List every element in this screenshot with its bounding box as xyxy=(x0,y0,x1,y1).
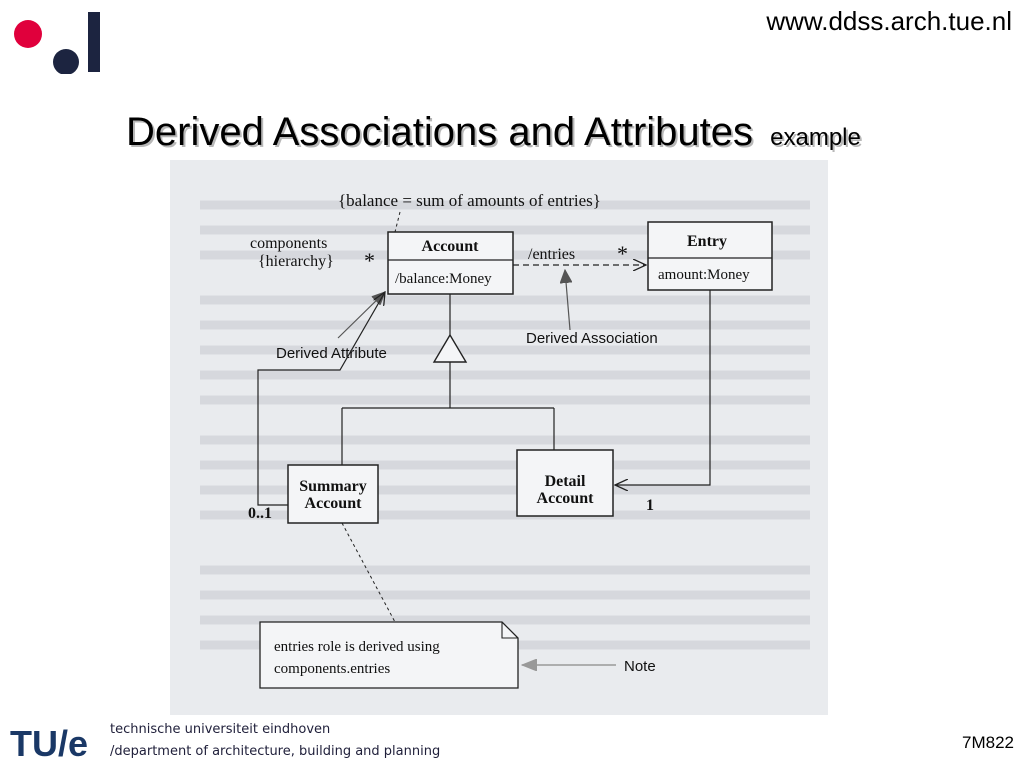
department-name: /department of architecture, building an… xyxy=(110,744,441,759)
tue-wordmark-icon: TU/e xyxy=(10,723,88,764)
summary-account-name-line-1: Summary xyxy=(299,478,367,495)
note-fold-corner xyxy=(501,622,518,639)
account-balance-attribute: /balance:Money xyxy=(395,271,492,287)
tue-logo-icon xyxy=(14,12,100,74)
website-url: www.ddss.arch.tue.nl xyxy=(766,6,1012,36)
title-subtitle: example xyxy=(770,124,861,151)
detail-account-class-box xyxy=(516,449,614,517)
summary-multiplicity: 0..1 xyxy=(248,505,272,522)
derived-association-callout-arrow xyxy=(565,270,570,331)
entry-amount-attribute: amount:Money xyxy=(658,267,750,283)
title-text: Derived Associations and Attributes xyxy=(126,110,754,154)
detail-multiplicity: 1 xyxy=(646,497,654,514)
course-code: 7M822 xyxy=(962,733,1014,752)
note-box xyxy=(259,621,519,689)
uml-diagram-svg: {balance = sum of amounts of entries} Ac… xyxy=(200,191,810,689)
note-text-line-2: components.entries xyxy=(274,661,390,677)
summary-account-class-box xyxy=(287,464,379,524)
entry-class-box xyxy=(647,221,773,291)
detail-account-name-line-2: Account xyxy=(537,490,595,507)
summary-account-name-line-2: Account xyxy=(305,495,363,512)
entry-detail-association-line xyxy=(615,290,711,485)
university-name: technische universiteit eindhoven xyxy=(110,722,331,737)
note-connector xyxy=(341,522,396,623)
components-multiplicity-star: * xyxy=(364,248,375,273)
note-callout-label: Note xyxy=(624,658,656,675)
detail-account-name-line-1: Detail xyxy=(545,473,586,490)
svg-text:TU/e: TU/e xyxy=(10,723,88,764)
entry-class-name: Entry xyxy=(687,233,727,250)
components-association-line xyxy=(257,292,385,506)
hierarchy-constraint-label: {hierarchy} xyxy=(258,253,334,270)
constraint-text: {balance = sum of amounts of entries} xyxy=(338,191,601,210)
uml-diagram-figure: {balance = sum of amounts of entries} Ac… xyxy=(170,160,828,715)
slide-title: Derived Associations and Attributes exam… xyxy=(126,110,861,155)
note-text-line-1: entries role is derived using xyxy=(274,639,440,655)
account-class-name: Account xyxy=(422,238,480,255)
entries-role-label: /entries xyxy=(528,246,575,263)
derived-association-callout-label: Derived Association xyxy=(526,330,658,347)
components-role-label: components xyxy=(250,235,327,252)
derived-attribute-callout-label: Derived Attribute xyxy=(276,345,387,362)
entries-multiplicity-star: * xyxy=(617,241,628,266)
